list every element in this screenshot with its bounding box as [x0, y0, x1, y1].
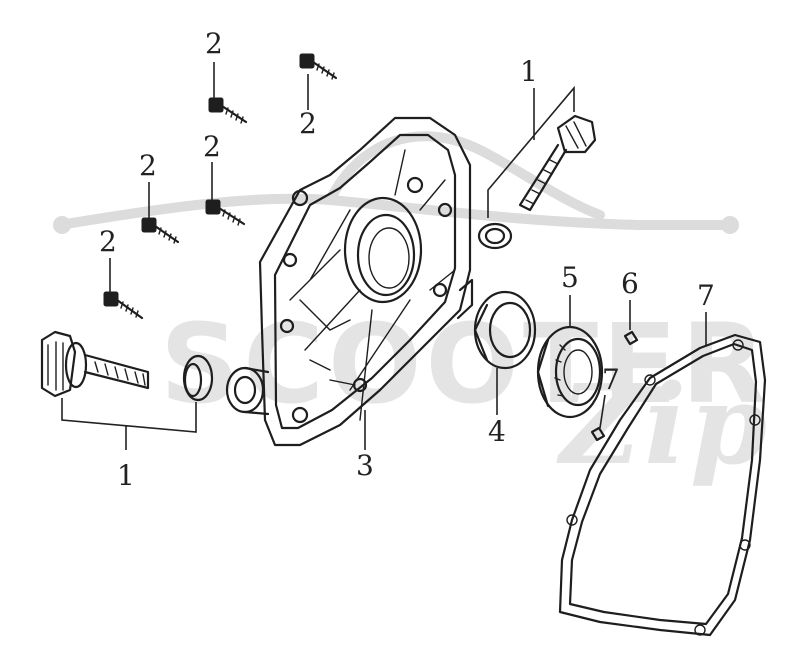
crankcase-cover — [225, 116, 474, 447]
cover-gasket — [558, 333, 767, 637]
ball-bearing — [536, 325, 604, 419]
callout-4: 4 — [488, 415, 506, 448]
callout-2c: 2 — [203, 130, 221, 163]
callout-2a: 2 — [205, 27, 223, 60]
watermark-suffix: Zip — [560, 360, 771, 489]
bolt-a — [208, 97, 248, 124]
callout-1-left: 1 — [117, 459, 135, 492]
callout-2d: 2 — [139, 149, 157, 182]
bolt-b — [299, 53, 338, 80]
bolt-d — [141, 217, 180, 244]
watermark-swoosh — [53, 131, 739, 234]
callout-2e: 2 — [99, 225, 117, 258]
leader-1-left — [61, 398, 197, 450]
callout-7-pin: 7 — [602, 363, 620, 396]
leader-7-small — [599, 394, 606, 429]
oil-seal-large — [473, 290, 537, 370]
callout-6: 6 — [621, 267, 639, 300]
dipstick-right — [518, 114, 597, 212]
dowel-pin-6 — [623, 330, 639, 346]
bolt-c — [205, 199, 246, 226]
oil-seal-left — [182, 354, 214, 402]
bolt-e — [103, 291, 144, 320]
bolt-set — [103, 53, 338, 320]
callout-7-gasket: 7 — [697, 279, 715, 312]
dowel-pin-7 — [590, 426, 606, 442]
dipstick-left — [40, 330, 150, 398]
leader-1-right — [487, 85, 575, 218]
oil-seal-right — [477, 222, 513, 250]
callout-3: 3 — [356, 449, 374, 482]
callout-1-right: 1 — [520, 55, 538, 88]
callout-2b: 2 — [299, 107, 317, 140]
callout-5: 5 — [561, 261, 579, 294]
